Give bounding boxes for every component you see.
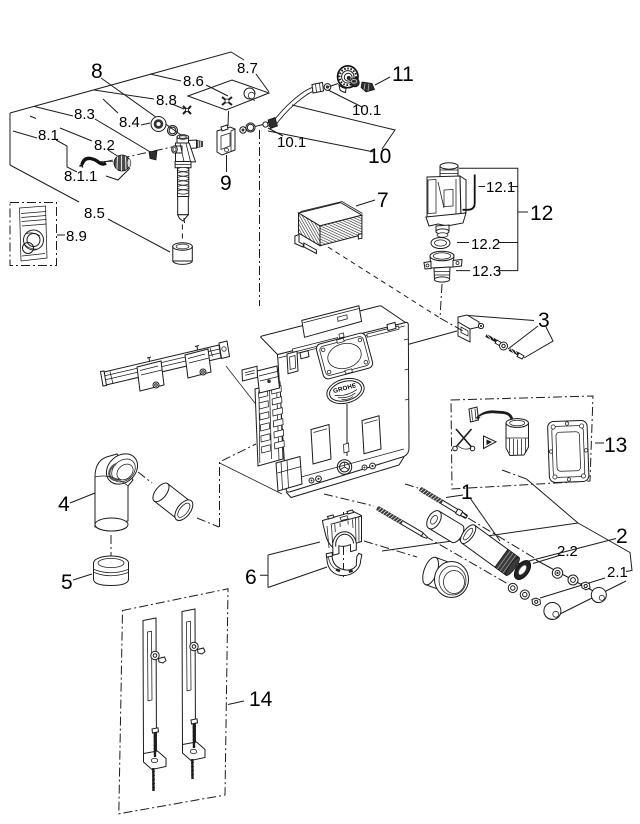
svg-text:9: 9 — [220, 172, 232, 195]
svg-text:8.6: 8.6 — [183, 73, 204, 90]
svg-text:8.1: 8.1 — [38, 127, 59, 144]
svg-text:6: 6 — [245, 566, 257, 589]
svg-text:10.1: 10.1 — [277, 134, 306, 151]
svg-text:10.1: 10.1 — [352, 102, 381, 119]
svg-text:8.7: 8.7 — [237, 60, 258, 77]
svg-text:1: 1 — [461, 481, 473, 504]
svg-text:2.1: 2.1 — [607, 564, 628, 581]
svg-text:8.8: 8.8 — [156, 92, 177, 109]
svg-text:13: 13 — [604, 434, 627, 457]
svg-text:8.1.1: 8.1.1 — [64, 168, 97, 185]
svg-text:12.1: 12.1 — [486, 179, 515, 196]
svg-text:8.9: 8.9 — [66, 228, 87, 245]
svg-text:8.3: 8.3 — [74, 106, 95, 123]
svg-text:7: 7 — [377, 189, 389, 212]
svg-text:3: 3 — [538, 309, 550, 332]
svg-text:12.2: 12.2 — [471, 236, 500, 253]
svg-text:4: 4 — [58, 493, 70, 516]
svg-text:2: 2 — [616, 525, 628, 548]
svg-text:11: 11 — [392, 63, 414, 86]
svg-text:10: 10 — [368, 145, 391, 168]
svg-text:14: 14 — [249, 688, 273, 711]
svg-text:12: 12 — [530, 202, 553, 225]
svg-text:12.3: 12.3 — [472, 263, 501, 280]
svg-text:8.2: 8.2 — [94, 137, 115, 154]
svg-text:5: 5 — [61, 571, 73, 594]
svg-text:8: 8 — [91, 60, 103, 83]
svg-text:8.4: 8.4 — [119, 114, 140, 131]
svg-text:8.5: 8.5 — [84, 205, 105, 222]
